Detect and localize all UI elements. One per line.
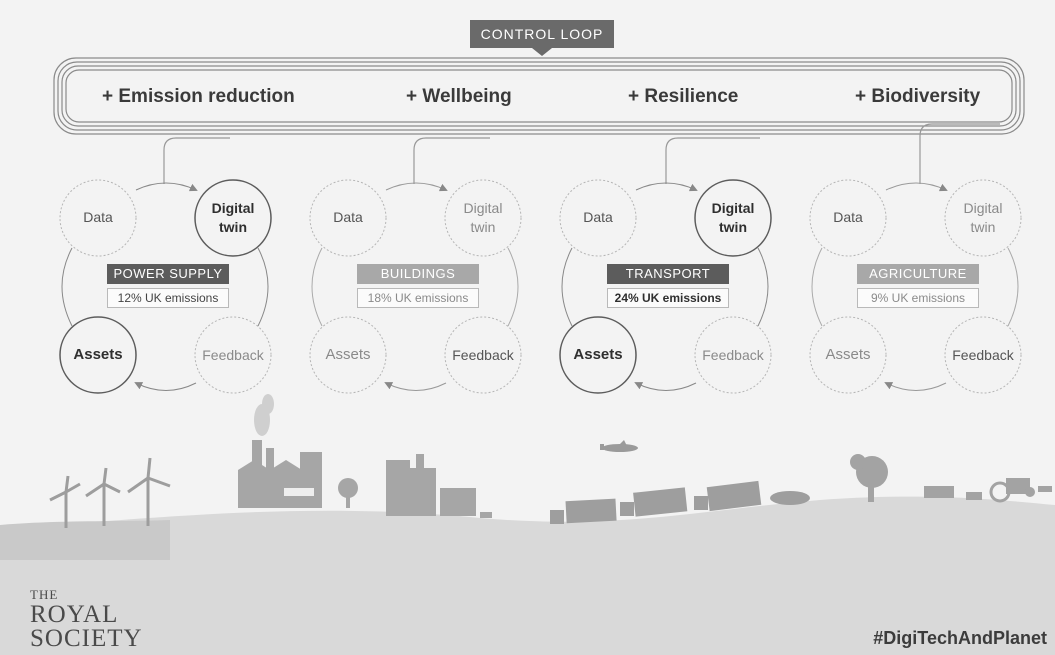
objective-emission-reduction: + Emission reduction bbox=[102, 86, 295, 107]
node-feedback: Feedback bbox=[202, 347, 264, 363]
sector-emissions-power-supply: 12% UK emissions bbox=[107, 288, 229, 308]
buildings-icon bbox=[386, 454, 492, 518]
node-feedback: Feedback bbox=[452, 347, 514, 363]
node-data: Data bbox=[833, 209, 863, 225]
node-feedback: Feedback bbox=[952, 347, 1014, 363]
sector-emissions-buildings: 18% UK emissions bbox=[357, 288, 479, 308]
node-data: Data bbox=[83, 209, 113, 225]
node-assets: Assets bbox=[825, 346, 871, 363]
control-loop-banner: CONTROL LOOP bbox=[470, 20, 614, 56]
objective-wellbeing: + Wellbeing bbox=[406, 86, 512, 107]
node-data: Data bbox=[583, 209, 613, 225]
farm-icon bbox=[850, 454, 1052, 503]
sector-emissions-transport: 24% UK emissions bbox=[607, 288, 729, 308]
loop-feed-lines bbox=[163, 123, 1000, 184]
trucks-icon bbox=[550, 480, 810, 524]
node-assets: Assets bbox=[325, 346, 371, 363]
cycle-graphics bbox=[59, 179, 1022, 394]
royal-society-logo: THE ROYAL SOCIETY bbox=[30, 587, 143, 652]
node-data: Data bbox=[333, 209, 363, 225]
ground-hill bbox=[0, 496, 1055, 655]
smoke-icon bbox=[254, 394, 274, 436]
control-loop-frame bbox=[53, 57, 1025, 135]
objective-biodiversity: + Biodiversity bbox=[855, 86, 981, 107]
sector-title-transport: TRANSPORT bbox=[607, 264, 729, 284]
node-assets: Assets bbox=[573, 346, 623, 363]
sector-title-buildings: BUILDINGS bbox=[357, 264, 479, 284]
wind-turbines-icon bbox=[49, 457, 171, 528]
objective-resilience: + Resilience bbox=[628, 86, 739, 107]
sector-title-power-supply: POWER SUPPLY bbox=[107, 264, 229, 284]
sector-title-agriculture: AGRICULTURE bbox=[857, 264, 979, 284]
sea bbox=[0, 520, 170, 560]
node-feedback: Feedback bbox=[702, 347, 764, 363]
hashtag: #DigiTechAndPlanet bbox=[873, 628, 1047, 648]
sector-emissions-agriculture: 9% UK emissions bbox=[857, 288, 979, 308]
plane-icon bbox=[600, 440, 638, 452]
factory-icon bbox=[238, 440, 358, 508]
node-assets: Assets bbox=[73, 346, 123, 363]
